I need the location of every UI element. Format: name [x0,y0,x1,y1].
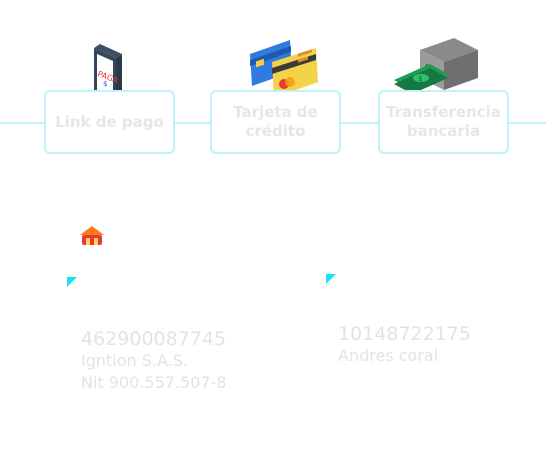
payment-option-label: Transferencia [386,103,501,121]
payment-option-label: Link de pago [55,112,164,131]
house-logo-icon [80,226,104,245]
svg-text:$: $ [418,75,422,83]
account-holder-name: Andres coral [338,346,439,365]
payment-option-card[interactable]: Tarjeta de crédito [210,90,341,154]
accent-corner-marker [67,277,77,287]
account-nit: Nit 900.557.507-8 [81,373,227,392]
payment-option-label: bancaria [406,122,481,140]
account-block-1: 462900087745 Igntion S.A.S. Nit 900.557.… [81,328,227,394]
account-holder-name: Igntion S.A.S. [81,351,188,370]
credit-card-icon [250,40,318,98]
payment-option-transfer[interactable]: Transferencia bancaria [378,90,509,154]
account-block-2: 10148722175 Andres coral [338,323,471,367]
accent-corner-marker [326,274,336,284]
svg-text:$: $ [103,80,107,88]
payment-option-label: Tarjeta de [233,103,318,121]
payment-option-label: crédito [245,122,306,140]
account-number: 10148722175 [338,323,471,345]
account-number: 462900087745 [81,328,227,350]
payment-option-link[interactable]: Link de pago [44,90,175,154]
atm-cash-icon: $ [394,38,478,94]
